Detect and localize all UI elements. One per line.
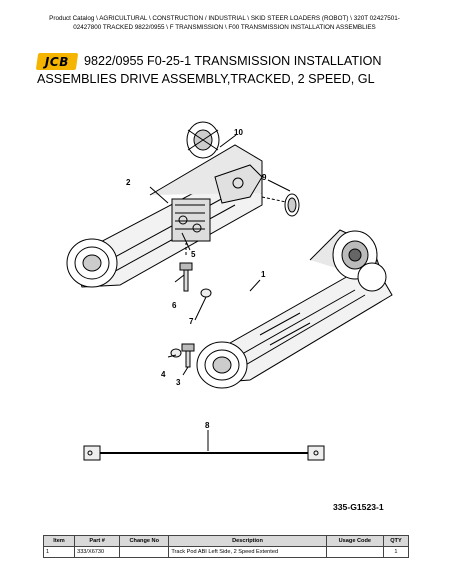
- callout-8: 8: [205, 421, 210, 430]
- table-header-row: Item Part # Change No Description Usage …: [42, 535, 410, 547]
- logo-text: JCB: [45, 54, 69, 69]
- col-part-number: Part #: [74, 535, 121, 547]
- cell-part-number[interactable]: 333/X6730: [74, 546, 121, 558]
- cell-qty: 1: [382, 546, 410, 558]
- seal-ring: [284, 193, 300, 217]
- page-title-line-2: ASSEMBLIES DRIVE ASSEMBLY,TRACKED, 2 SPE…: [37, 72, 375, 86]
- parts-table: Item Part # Change No Description Usage …: [42, 535, 410, 558]
- col-item: Item: [42, 535, 76, 547]
- table-row[interactable]: 1 333/X6730 Track Pod ABI Left Side, 2 S…: [42, 546, 410, 558]
- breadcrumb-line-2: 02427800 TRACKED 9822/0955 \ F TRANSMISS…: [73, 24, 376, 31]
- bolt-lower: [181, 343, 195, 368]
- callout-3: 3: [176, 378, 181, 387]
- hose-assembly: [83, 445, 325, 461]
- callout-9: 9: [262, 173, 267, 182]
- callout-1: 1: [261, 270, 266, 279]
- cell-item: 1: [42, 546, 76, 558]
- callout-2: 2: [126, 178, 131, 187]
- col-usage-code: Usage Code: [325, 535, 384, 547]
- exploded-parts-diagram: 10 2 9 5 6 1 7 4 3 8: [66, 121, 393, 461]
- callout-5: 5: [191, 250, 196, 259]
- callout-10: 10: [234, 128, 243, 137]
- col-change-no: Change No: [119, 535, 170, 547]
- page-title-line-1: 9822/0955 F0-25-1 TRANSMISSION INSTALLAT…: [84, 54, 382, 68]
- col-qty: QTY: [382, 535, 410, 547]
- washer-upper: [200, 288, 212, 298]
- track-pod-lower: [196, 229, 393, 389]
- cell-usage-code: [325, 546, 384, 558]
- callout-7: 7: [189, 317, 194, 326]
- breadcrumb-line-1: Product Catalog \ AGRICULTURAL \ CONSTRU…: [49, 15, 400, 22]
- washer-lower: [170, 348, 182, 358]
- callout-labels: 10 2 9 5 6 1 7 4 3 8: [126, 128, 267, 430]
- bolt-upper: [179, 262, 193, 292]
- col-description: Description: [168, 535, 327, 547]
- track-pod-upper: [66, 121, 263, 288]
- cell-change-no: [119, 546, 170, 558]
- callout-6: 6: [172, 301, 177, 310]
- breadcrumb: Product Catalog \ AGRICULTURAL \ CONSTRU…: [0, 14, 449, 32]
- figure-reference: 335-G1523-1: [333, 502, 384, 512]
- jcb-logo: JCB: [35, 53, 79, 70]
- callout-4: 4: [161, 370, 166, 379]
- cell-description: Track Pod ABI Left Side, 2 Speed Extente…: [168, 546, 327, 558]
